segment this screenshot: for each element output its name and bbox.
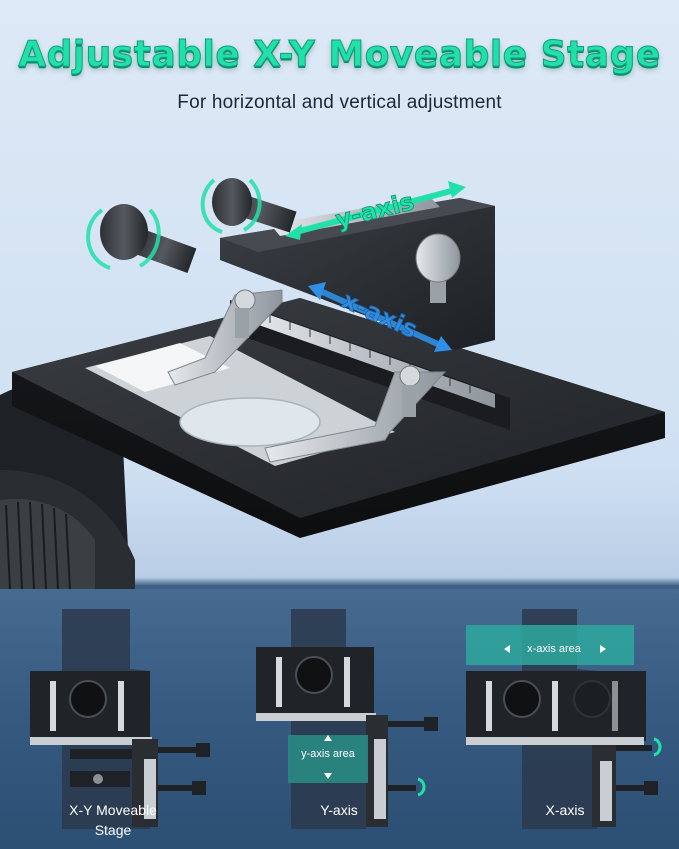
focus-knob — [0, 499, 95, 590]
y-axis-arrow — [285, 181, 466, 240]
panel-x-illustration — [466, 609, 662, 829]
x-axis-arrow — [308, 282, 452, 352]
panel-caption-x: X-axis — [452, 800, 678, 820]
clip-screw-left — [234, 289, 256, 311]
lock-knob — [415, 233, 461, 283]
panel-caption-y: Y-axis — [226, 800, 452, 820]
page-subtitle: For horizontal and vertical adjustment — [177, 92, 502, 113]
arrow-up-icon — [324, 735, 332, 741]
stage-illustration: y-axis x-axis — [0, 178, 665, 590]
clip-spring-right — [402, 385, 416, 417]
slide-clip-left — [167, 289, 283, 386]
clip-screw-right — [399, 365, 421, 387]
caption-line-1: Y-axis — [320, 802, 358, 818]
arrow-down-icon — [324, 773, 332, 779]
clip-spring-left — [235, 308, 249, 338]
comparison-strip: X-Y Moveable Stage — [0, 589, 679, 849]
page-title: Adjustable X-Y Moveable Stage — [18, 34, 661, 76]
y-block-top — [220, 198, 495, 252]
x-axis-area-label: x-axis area — [527, 643, 581, 655]
arrow-right-icon — [600, 645, 606, 653]
caption-line-1: X-axis — [545, 802, 585, 818]
panel-y-illustration — [256, 609, 438, 829]
specimen-circle — [179, 397, 321, 447]
caption-line-1: X-Y Moveable — [69, 802, 157, 818]
slide-clip-right — [264, 371, 447, 463]
panel-xy-illustration — [30, 609, 210, 829]
panel-x-axis: x-axis area X-axis — [452, 589, 678, 849]
y-axis-area-label: y-axis area — [301, 748, 355, 760]
knob-ridges — [5, 501, 71, 590]
panel-caption-xy: X-Y Moveable Stage — [0, 800, 226, 840]
arrow-left-icon — [504, 645, 510, 653]
caption-line-2: Stage — [94, 822, 132, 838]
panel-y-axis: y-axis area Y-axis — [226, 589, 452, 849]
slide-label — [95, 343, 230, 392]
panel-xy-stage: X-Y Moveable Stage — [0, 589, 226, 849]
rotate-icon — [86, 178, 262, 270]
